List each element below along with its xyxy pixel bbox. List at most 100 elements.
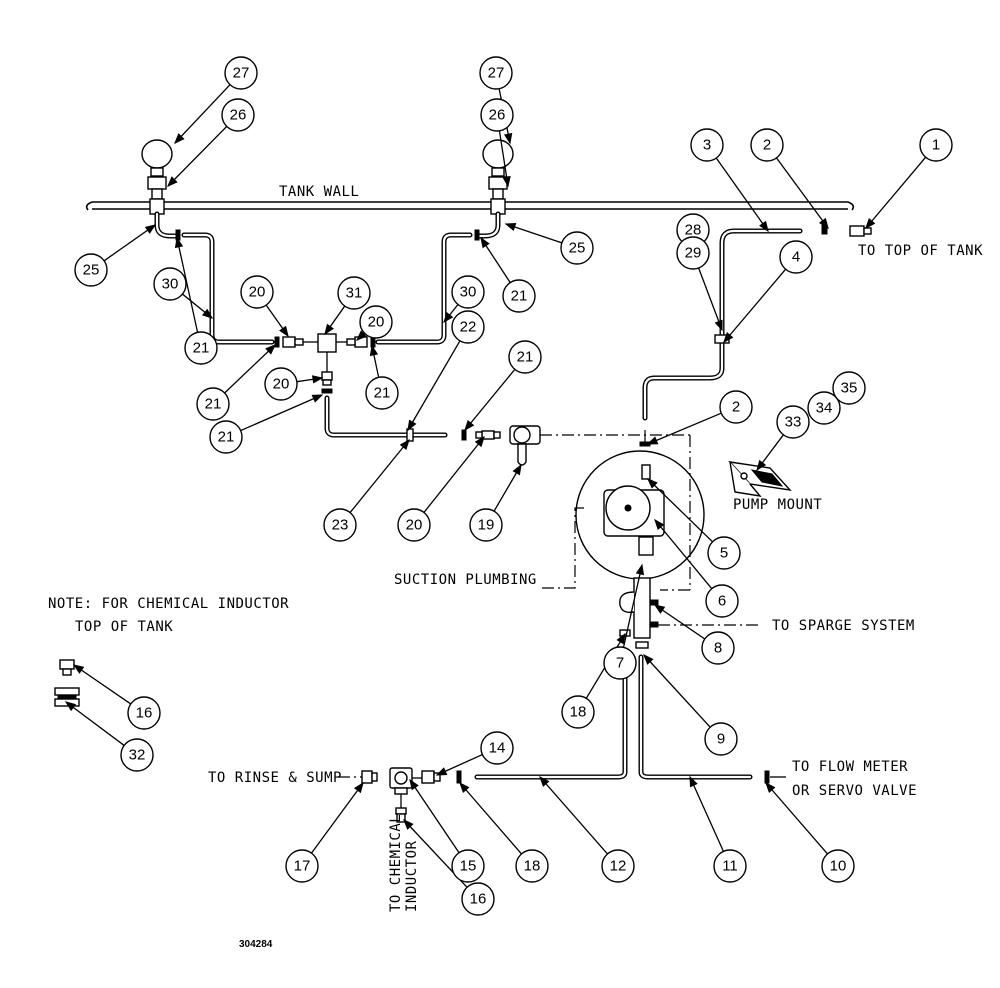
callout-number: 22 <box>460 319 477 336</box>
callout-circle <box>480 731 514 765</box>
callout-leader-7 <box>622 564 643 648</box>
callout-leader-21 <box>240 394 323 432</box>
callout-32: 32 <box>120 738 154 772</box>
callout-arrowhead-23 <box>399 438 410 451</box>
callout-6: 6 <box>705 584 739 618</box>
callout-number: 20 <box>273 376 290 393</box>
callout-number: 20 <box>406 517 423 534</box>
callout-arrowhead-10 <box>765 781 776 793</box>
callout-leader-27 <box>174 84 231 144</box>
callout-leader-1 <box>865 156 927 229</box>
callout-circle <box>224 56 258 90</box>
callout-arrowhead-18 <box>616 632 626 645</box>
callout-2: 2 <box>750 128 784 162</box>
callout-20: 20 <box>240 275 274 309</box>
suction-line <box>540 507 584 589</box>
callout-number: 29 <box>685 245 702 262</box>
callout-30: 30 <box>451 275 485 309</box>
callout-leader-15 <box>409 779 460 854</box>
tee-31 <box>303 333 347 394</box>
callout-circle <box>508 340 542 374</box>
callout-arrowhead-20 <box>311 375 324 384</box>
callout-leader-25 <box>505 223 563 244</box>
callout-circle <box>480 98 514 132</box>
callout-arrowhead-4 <box>723 332 734 344</box>
callout-circle <box>779 240 813 274</box>
callout-arrowhead-31 <box>324 323 334 336</box>
callout-15: 15 <box>451 849 485 883</box>
callout-20: 20 <box>264 367 298 401</box>
callout-arrowhead-30 <box>443 311 454 324</box>
callout-number: 11 <box>722 858 738 875</box>
callout-circle <box>713 849 747 883</box>
callout-circle <box>74 253 108 287</box>
callout-leader-21 <box>176 237 199 333</box>
pump-mount-label: PUMP MOUNT <box>733 497 822 513</box>
callout-circle <box>502 279 536 313</box>
callout-25: 25 <box>74 253 108 287</box>
callout-arrowhead-25 <box>144 224 157 234</box>
callout-leader-2 <box>647 412 722 445</box>
callout-11: 11 <box>713 849 747 883</box>
callout-leader-8 <box>654 604 706 640</box>
callout-leader-3 <box>715 157 769 232</box>
callout-arrowhead-21 <box>174 236 184 249</box>
callout-number: 2 <box>732 399 740 416</box>
callout-21: 21 <box>365 376 399 410</box>
callout-number: 30 <box>460 284 477 301</box>
callout-arrowhead-9 <box>643 653 654 665</box>
callout-leader-6 <box>654 519 713 590</box>
callout-leader-25 <box>103 224 156 262</box>
callout-circle <box>719 390 753 424</box>
callout-number: 25 <box>83 262 100 279</box>
callout-circle <box>776 405 810 439</box>
callout-arrowhead-2 <box>818 217 829 230</box>
callout-number: 35 <box>841 380 858 397</box>
callout-number: 25 <box>569 240 586 257</box>
callout-leader-4 <box>723 268 787 343</box>
callout-number: 34 <box>816 400 833 417</box>
callout-number: 19 <box>478 517 495 534</box>
callout-circle <box>451 849 485 883</box>
valve-19 <box>509 425 541 466</box>
callout-leader-23 <box>349 439 410 513</box>
callout-circle <box>601 849 635 883</box>
callout-number: 16 <box>136 705 153 722</box>
callout-arrowhead-21 <box>265 344 276 355</box>
callout-arrowhead-12 <box>539 775 550 787</box>
callout-arrowhead-25 <box>504 223 517 232</box>
callout-leader-16 <box>73 664 132 705</box>
callout-leader-9 <box>643 654 711 728</box>
callout-number: 21 <box>511 288 528 305</box>
callout-arrowhead-3 <box>759 220 769 233</box>
callout-35: 35 <box>832 371 866 405</box>
callout-circle <box>603 646 637 680</box>
callout-leader-21 <box>464 368 516 431</box>
callout-number: 26 <box>489 107 506 124</box>
callout-circle <box>821 849 855 883</box>
callout-22: 22 <box>451 310 485 344</box>
callout-number: 31 <box>346 285 363 302</box>
callout-21: 21 <box>508 340 542 374</box>
callout-30: 30 <box>153 267 187 301</box>
callout-arrowhead-29 <box>714 319 723 332</box>
callout-circle <box>209 420 243 454</box>
callout-circle <box>704 722 738 756</box>
callout-number: 18 <box>570 704 587 721</box>
callout-circle <box>153 267 187 301</box>
callout-arrowhead-20 <box>279 325 289 338</box>
callout-circle <box>451 310 485 344</box>
callout-circle <box>359 305 393 339</box>
flow-meter-label-1: TO FLOW METER <box>792 759 908 775</box>
callout-number: 28 <box>685 222 702 239</box>
flow-meter-label-2: OR SERVO VALVE <box>792 783 917 799</box>
to-sparge-label: TO SPARGE SYSTEM <box>772 618 915 634</box>
callout-arrowhead-21 <box>464 419 475 432</box>
callout-23: 23 <box>323 508 357 542</box>
callout-27: 27 <box>479 56 513 90</box>
callout-21: 21 <box>502 279 536 313</box>
callout-number: 8 <box>714 640 722 657</box>
callout-29: 29 <box>676 236 710 270</box>
